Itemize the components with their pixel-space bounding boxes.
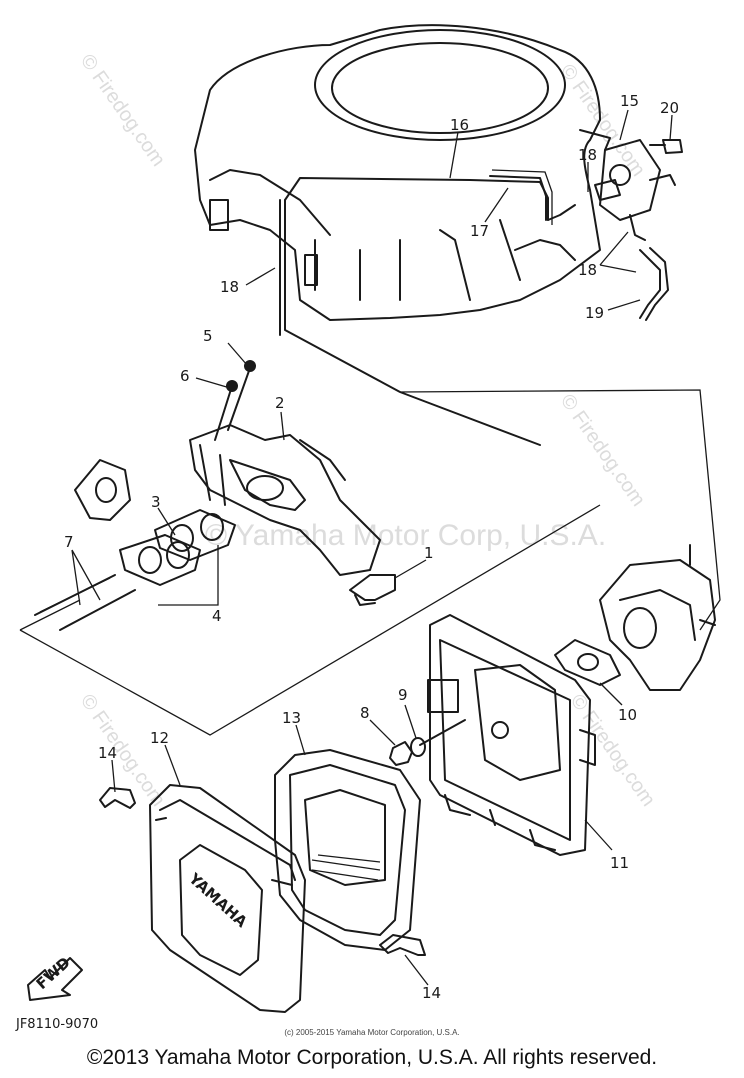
gasket-part-10 bbox=[554, 639, 621, 686]
clips bbox=[99, 787, 426, 956]
callout-14-right: 14 bbox=[422, 984, 441, 1002]
callout-18-right: 18 bbox=[578, 261, 597, 279]
air-cleaner-case bbox=[427, 614, 596, 856]
part-code: JF8110-9070 bbox=[16, 1017, 99, 1032]
assembly-boundary bbox=[19, 389, 721, 736]
callout-13: 13 bbox=[282, 709, 301, 727]
watermark-site-5: © Firedog.com bbox=[566, 690, 659, 810]
bolts bbox=[214, 360, 256, 441]
air-filter-element bbox=[274, 749, 421, 951]
bracket-part-1 bbox=[349, 574, 396, 606]
callout-7: 7 bbox=[64, 533, 74, 551]
callout-5: 5 bbox=[203, 327, 213, 345]
center-copyright: (c) 2005-2015 Yamaha Motor Corporation, … bbox=[284, 1028, 460, 1037]
gaskets-insulator bbox=[119, 509, 236, 586]
watermark-site-1: © Firedog.com bbox=[76, 50, 169, 170]
callout-4: 4 bbox=[212, 607, 222, 625]
fuel-line-assembly bbox=[279, 169, 576, 446]
fuel-pump bbox=[579, 129, 683, 321]
callout-numbers: 1 2 3 4 5 6 7 8 9 10 11 12 13 14 14 15 1… bbox=[64, 92, 679, 1002]
watermark-center: © Yamaha Motor Corp, U.S.A. bbox=[205, 519, 606, 552]
callout-11: 11 bbox=[610, 854, 629, 872]
callout-12: 12 bbox=[150, 729, 169, 747]
leader-lines bbox=[71, 109, 673, 986]
cover-lettering: YAMAHA bbox=[185, 869, 251, 931]
callout-3: 3 bbox=[151, 493, 161, 511]
callout-16: 16 bbox=[450, 116, 469, 134]
callout-17: 17 bbox=[470, 222, 489, 240]
watermark-site-3: © Firedog.com bbox=[556, 390, 649, 510]
callout-18-left: 18 bbox=[220, 278, 239, 296]
callout-14-left: 14 bbox=[98, 744, 117, 762]
footer-copyright: ©2013 Yamaha Motor Corporation, U.S.A. A… bbox=[86, 1046, 658, 1069]
callout-19: 19 bbox=[585, 304, 604, 322]
watermark-site-2: © Firedog.com bbox=[556, 60, 649, 180]
callout-2: 2 bbox=[275, 394, 285, 412]
callout-10: 10 bbox=[618, 706, 637, 724]
callout-6: 6 bbox=[180, 367, 190, 385]
washer-nut bbox=[389, 719, 466, 766]
callout-8: 8 bbox=[360, 704, 370, 722]
heat-shield bbox=[189, 424, 381, 576]
callout-15: 15 bbox=[620, 92, 639, 110]
studs bbox=[34, 574, 136, 631]
callout-9: 9 bbox=[398, 686, 408, 704]
watermark-site-4: © Firedog.com bbox=[76, 690, 169, 810]
carburetor bbox=[599, 544, 716, 691]
fan-shroud bbox=[194, 24, 601, 321]
gasket-bracket bbox=[74, 459, 131, 521]
callout-1: 1 bbox=[424, 544, 434, 562]
callout-20: 20 bbox=[660, 99, 679, 117]
watermark-layer: © Firedog.com © Firedog.com © Firedog.co… bbox=[76, 50, 659, 810]
fwd-arrow: FWD bbox=[27, 953, 83, 1001]
callout-18-top: 18 bbox=[578, 146, 597, 164]
